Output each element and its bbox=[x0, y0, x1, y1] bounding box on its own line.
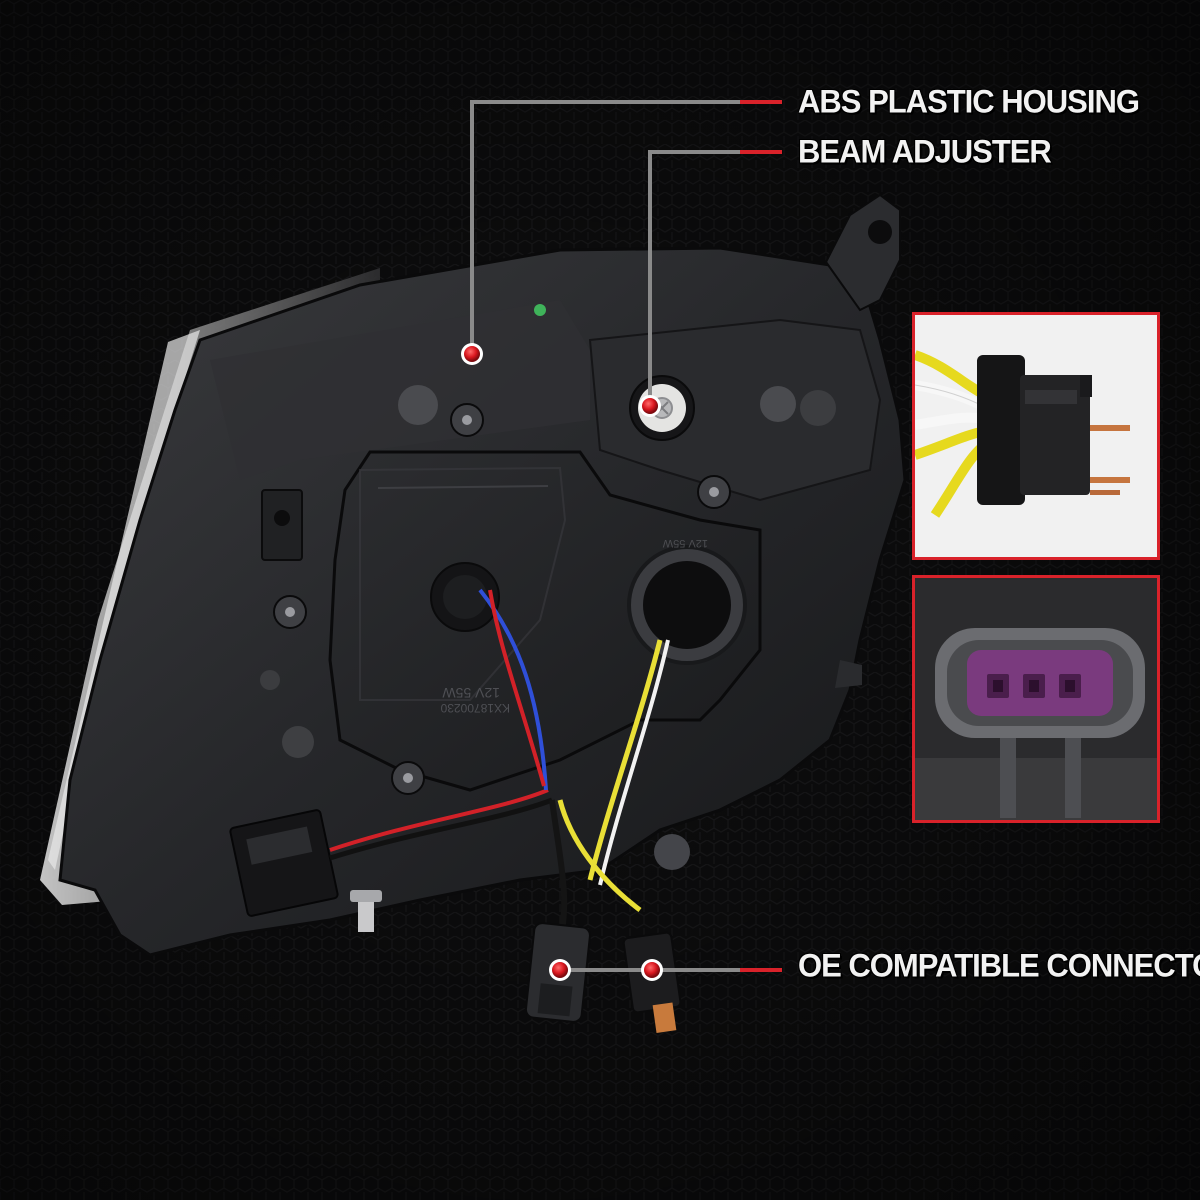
inset-purple-connector-closeup bbox=[912, 575, 1160, 823]
red-dot-icon bbox=[549, 959, 571, 981]
svg-text:12V 55W: 12V 55W bbox=[662, 537, 708, 549]
headlight-assembly: 12V 55W KX18700230 12V 55W bbox=[40, 193, 907, 1033]
red-dot-icon bbox=[639, 395, 661, 417]
inset-bulb-socket-closeup bbox=[912, 312, 1160, 560]
callout-beam-adjuster: BEAM ADJUSTER bbox=[798, 133, 1052, 170]
callout-oe-compatible-connectors: OE COMPATIBLE CONNECTORS bbox=[798, 947, 1200, 984]
red-dot-icon bbox=[641, 959, 663, 981]
svg-text:12V 55W: 12V 55W bbox=[442, 685, 500, 701]
svg-text:KX18700230: KX18700230 bbox=[440, 701, 510, 715]
red-dot-icon bbox=[461, 343, 483, 365]
callout-abs-plastic-housing: ABS PLASTIC HOUSING bbox=[798, 83, 1140, 120]
